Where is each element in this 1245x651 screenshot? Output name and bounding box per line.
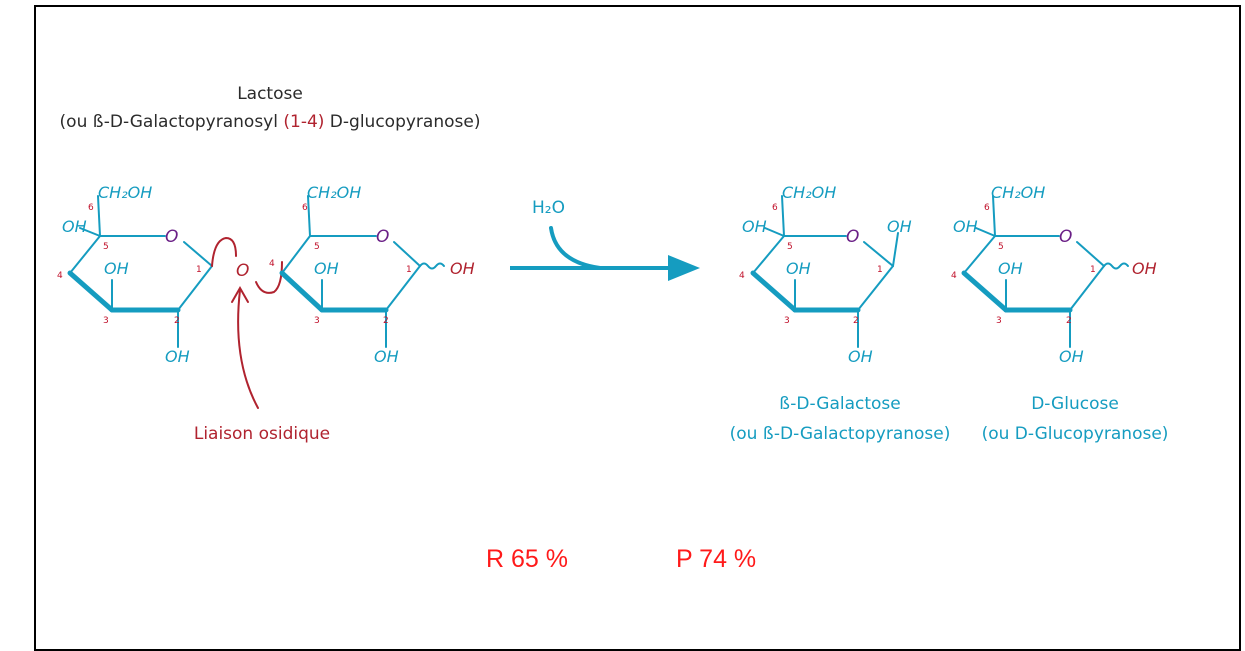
carbon-number: 3 — [784, 316, 790, 326]
glycosidic-bond-label: Liaison osidique — [194, 424, 330, 444]
bond-pointer-arrowhead — [231, 285, 249, 303]
oh-label: OH — [104, 259, 129, 278]
carbon-number: 3 — [314, 316, 320, 326]
ring-oxygen-label: O — [165, 227, 178, 247]
oh-label: OH — [786, 259, 811, 278]
oh-label: OH — [887, 217, 912, 236]
product-glucose-ring — [961, 195, 1129, 348]
carbon-number: 5 — [314, 242, 320, 252]
product-galactose-ring — [750, 195, 899, 348]
ring-oxygen-label: O — [846, 227, 859, 247]
carbon-number: 2 — [853, 316, 859, 326]
carbon-number: 2 — [174, 316, 180, 326]
oh-label: OH — [62, 217, 87, 236]
subtitle-linkage: (1-4) — [283, 112, 324, 132]
carbon-number: 6 — [772, 203, 778, 213]
carbon-number: 6 — [88, 203, 94, 213]
oh-label: OH — [848, 347, 873, 366]
carbon-number: 6 — [302, 203, 308, 213]
carbon-number: 1 — [1090, 265, 1096, 275]
oh-label: OH — [314, 259, 339, 278]
lactose-glucose-ring — [279, 195, 445, 348]
carbon-number: 5 — [998, 242, 1004, 252]
carbon-number: 4 — [739, 271, 745, 281]
ch2oh-label: CH₂OH — [98, 183, 152, 202]
oh-label: OH — [374, 347, 399, 366]
carbon-number: 2 — [1066, 316, 1072, 326]
reaction-arrowhead — [668, 255, 700, 281]
lactose-subtitle: (ou ß-D-Galactopyranosyl (1-4) D-glucopy… — [60, 112, 481, 132]
oh-label: OH — [742, 217, 767, 236]
ring-oxygen-label: O — [376, 227, 389, 247]
wavy-bond — [419, 262, 445, 270]
wavy-bond — [1103, 262, 1129, 270]
oh-label: OH — [953, 217, 978, 236]
oh-label: OH — [1059, 347, 1084, 366]
carbon-number: 1 — [877, 265, 883, 275]
carbon-number: 1 — [196, 265, 202, 275]
carbon-number: 4 — [57, 271, 63, 281]
glycosidic-bond-left — [211, 236, 237, 267]
product-galactose-alt: (ou ß-D-Galactopyranose) — [730, 424, 951, 444]
carbon-number: 5 — [787, 242, 793, 252]
product-galactose-name: ß-D-Galactose — [779, 394, 900, 414]
score-p: P 74 % — [676, 545, 756, 573]
ch2oh-label: CH₂OH — [782, 183, 836, 202]
carbon-number: 6 — [984, 203, 990, 213]
lactose-galactose-ring — [67, 195, 213, 348]
water-curve — [549, 226, 602, 270]
carbon-number: 4 — [269, 259, 275, 269]
product-glucose-alt: (ou D-Glucopyranose) — [982, 424, 1169, 444]
bond-pointer-arrow — [237, 289, 259, 409]
diagram-frame — [34, 5, 1241, 651]
carbon-number: 3 — [103, 316, 109, 326]
carbon-number: 2 — [383, 316, 389, 326]
ring-oxygen-label: O — [1059, 227, 1072, 247]
carbon-number: 4 — [951, 271, 957, 281]
carbon-number: 1 — [406, 265, 412, 275]
water-reagent: H₂O — [532, 198, 565, 218]
subtitle-suffix: D-glucopyranose) — [324, 112, 480, 132]
bridge-oxygen-label: O — [236, 261, 249, 281]
anomeric-oh-label: OH — [450, 259, 475, 278]
ch2oh-label: CH₂OH — [307, 183, 361, 202]
carbon-number: 5 — [103, 242, 109, 252]
anomeric-oh-label: OH — [1132, 259, 1157, 278]
carbon-number: 3 — [996, 316, 1002, 326]
product-glucose-name: D-Glucose — [1031, 394, 1119, 414]
ch2oh-label: CH₂OH — [991, 183, 1045, 202]
lactose-title: Lactose — [237, 84, 303, 104]
oh-label: OH — [165, 347, 190, 366]
oh-label: OH — [998, 259, 1023, 278]
score-r: R 65 % — [486, 545, 568, 573]
subtitle-prefix: (ou ß-D-Galactopyranosyl — [60, 112, 284, 132]
